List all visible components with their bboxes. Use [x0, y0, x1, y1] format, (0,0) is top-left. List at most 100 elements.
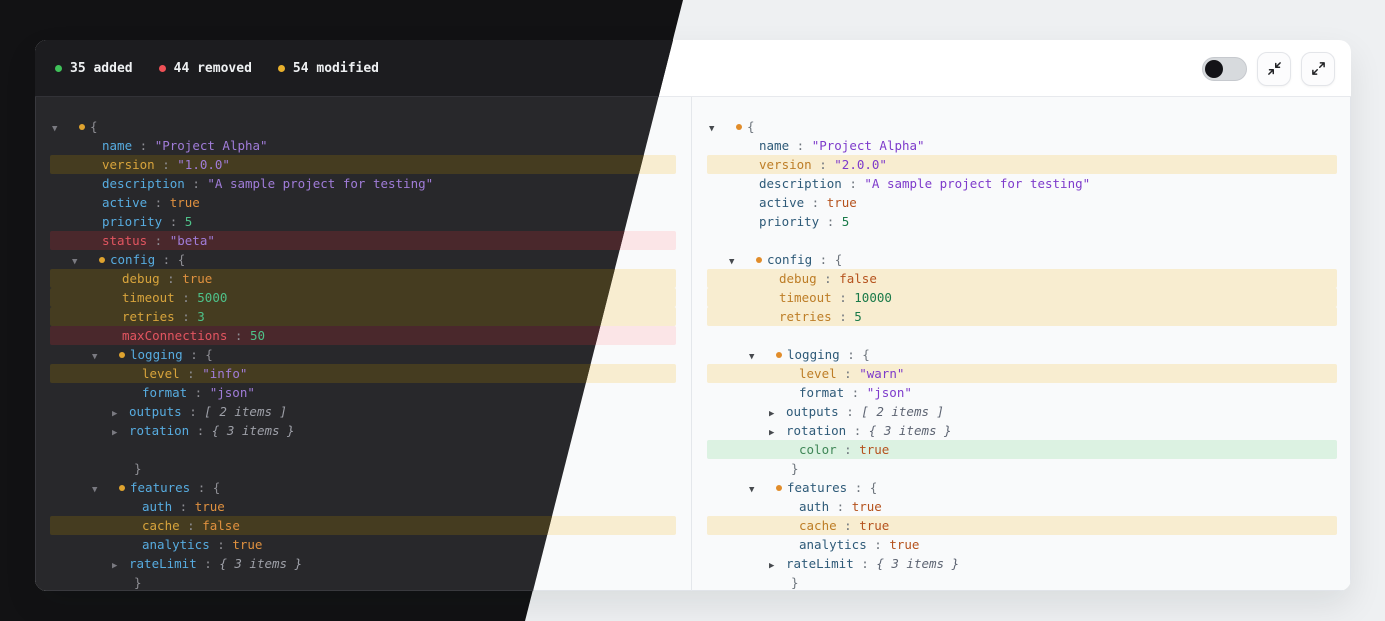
tree-row-priority: priority : 5 — [707, 212, 1337, 231]
json-value: [ 2 items ] — [861, 404, 945, 419]
json-colon: : — [189, 423, 212, 438]
json-value: "A sample project for testing" — [207, 176, 434, 191]
row-highlight — [50, 364, 673, 383]
json-key: config — [110, 252, 156, 267]
json-key: auth — [799, 499, 830, 514]
tree-row-description: description : "A sample project for test… — [707, 174, 1337, 193]
expand-arrow-icon[interactable]: ▶ — [112, 561, 118, 571]
json-colon: : — [838, 404, 862, 419]
modified-dot-icon — [119, 352, 125, 358]
json-colon: : — [812, 252, 835, 267]
collapse-arrow-icon[interactable]: ▼ — [92, 485, 98, 495]
tree-row: } — [50, 459, 676, 478]
tree-row-priority: priority : 5 — [50, 212, 676, 231]
json-key: maxConnections — [122, 328, 228, 343]
json-value: "json" — [866, 385, 912, 400]
json-value: { 3 items } — [211, 423, 295, 438]
badge-modified: 54 modified — [277, 61, 379, 76]
tree-row — [50, 440, 676, 459]
tree-row-config: ▼config : { — [707, 250, 1337, 269]
tree-row-format: format : "json" — [707, 383, 1337, 402]
expand-arrow-icon[interactable]: ▶ — [769, 561, 775, 571]
tree-row-analytics: analytics : true — [50, 535, 676, 554]
badge-label-added: 35 added — [70, 61, 133, 76]
collapse-arrow-icon[interactable]: ▼ — [72, 257, 78, 267]
added-dot-icon — [55, 65, 62, 72]
json-key: cache — [799, 518, 837, 533]
json-value: 5000 — [197, 290, 228, 305]
json-key: rotation — [786, 423, 847, 438]
modified-dot-icon — [736, 124, 742, 130]
tree-row-level: level : "warn" — [707, 364, 1337, 383]
json-key: description — [759, 176, 842, 191]
tree-row: } — [707, 573, 1337, 591]
collapse-arrow-icon[interactable]: ▼ — [52, 124, 58, 134]
right-json-pane: ▼{name : "Project Alpha"version : "2.0.0… — [692, 97, 1351, 591]
collapse-arrow-icon[interactable]: ▼ — [749, 485, 755, 495]
json-value: "json" — [209, 385, 255, 400]
json-key: status — [102, 233, 148, 248]
json-colon: : — [831, 309, 855, 324]
json-value: { — [747, 119, 755, 134]
modified-dot-icon — [776, 352, 782, 358]
json-value: { — [862, 347, 870, 362]
json-key: outputs — [129, 404, 182, 419]
tree-row-logging: ▼logging : { — [50, 345, 676, 364]
theme-toggle[interactable] — [1202, 56, 1247, 81]
json-key: level — [142, 366, 180, 381]
json-value: 50 — [249, 328, 265, 343]
json-key: color — [799, 442, 837, 457]
modified-dot-icon — [277, 65, 285, 72]
collapse-all-button[interactable] — [1257, 51, 1291, 86]
json-value: "1.0.0" — [177, 157, 230, 172]
row-highlight — [50, 155, 673, 174]
collapse-arrow-icon[interactable]: ▼ — [729, 257, 735, 267]
tree-row-timeout: timeout : 5000 — [50, 288, 676, 307]
json-colon: : — [829, 499, 852, 514]
json-key: outputs — [786, 404, 839, 419]
json-key: version — [759, 157, 812, 172]
json-colon: : — [174, 309, 198, 324]
expand-all-button[interactable] — [1301, 51, 1335, 86]
json-key: priority — [759, 214, 820, 229]
expand-arrow-icon[interactable]: ▶ — [112, 409, 118, 419]
tree-row-format: format : "json" — [50, 383, 676, 402]
json-key: rateLimit — [786, 556, 854, 571]
collapse-arrow-icon[interactable]: ▼ — [92, 352, 98, 362]
json-key: timeout — [122, 290, 175, 305]
removed-dot-icon — [158, 65, 166, 72]
expand-arrow-icon[interactable]: ▶ — [769, 428, 775, 438]
tree-row-features: ▼features : { — [707, 478, 1337, 497]
collapse-arrow-icon[interactable]: ▼ — [709, 124, 715, 134]
json-colon: : — [172, 499, 195, 514]
tree-row-active: active : true — [50, 193, 676, 212]
json-key: version — [102, 157, 155, 172]
json-colon: : — [155, 252, 178, 267]
json-colon: : — [841, 176, 865, 191]
tree-row-cache: cache : true — [707, 516, 1337, 535]
json-value: } — [791, 461, 799, 476]
json-key: retries — [779, 309, 832, 324]
expand-arrow-icon[interactable]: ▶ — [112, 428, 118, 438]
json-colon: : — [179, 366, 203, 381]
modified-dot-icon — [119, 485, 125, 491]
collapse-arrow-icon[interactable]: ▼ — [749, 352, 755, 362]
expand-arrow-icon[interactable]: ▶ — [769, 409, 775, 419]
tree-row-outputs: ▶ outputs : [ 2 items ] — [707, 402, 1337, 421]
json-key: level — [799, 366, 837, 381]
json-value: true — [169, 195, 200, 210]
tree-row-maxConnections: maxConnections : 50 — [50, 326, 676, 345]
tree-row-timeout: timeout : 10000 — [707, 288, 1337, 307]
json-value: "A sample project for testing" — [864, 176, 1091, 191]
theme-toggle-knob — [1205, 59, 1223, 78]
json-colon: : — [147, 233, 170, 248]
expand-icon — [1311, 62, 1325, 75]
header-controls — [1202, 40, 1351, 97]
json-colon: : — [804, 195, 827, 210]
json-value: true — [232, 537, 263, 552]
json-colon: : — [839, 347, 863, 362]
json-value: true — [182, 271, 213, 286]
header-background-dark — [35, 40, 673, 97]
tree-row-name: name : "Project Alpha" — [50, 136, 676, 155]
